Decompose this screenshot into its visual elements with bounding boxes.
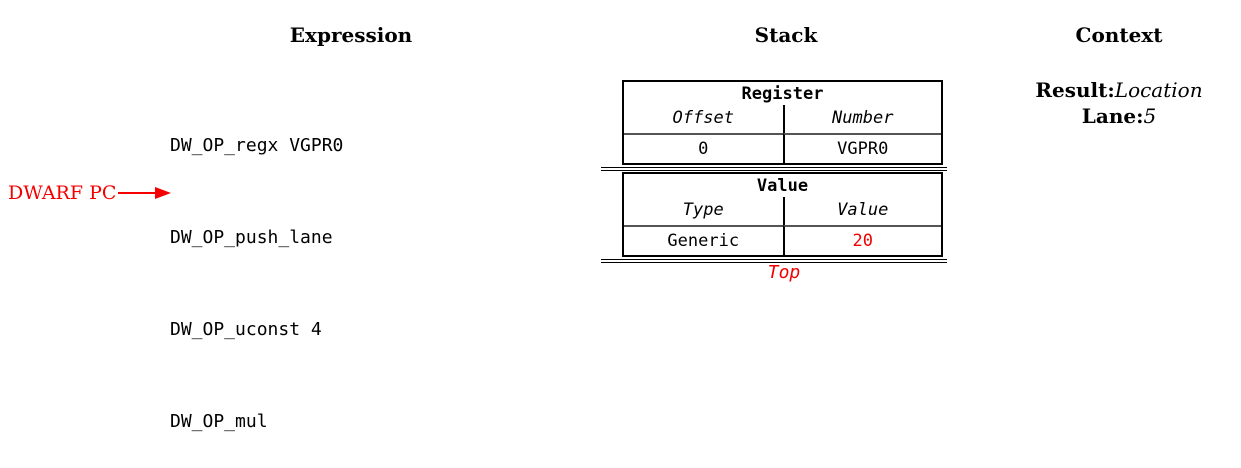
value-value-header: Value — [782, 197, 942, 225]
dwarf-pc-annotation: DWARF PC — [8, 182, 172, 204]
register-table-title: Register — [741, 84, 824, 104]
expression-op: DW_OP_uconst 4 — [170, 318, 322, 340]
expression-op: DW_OP_mul — [170, 410, 268, 432]
stack-entry-register-table: Register Offset Number 0 VGPR0 — [622, 80, 943, 165]
value-table-title: Value — [756, 176, 809, 196]
stack-entry-value-table: Value Type Value Generic 20 — [622, 172, 943, 257]
expression-column-header: Expression — [289, 23, 413, 47]
expression-op: DW_OP_regx VGPR0 — [170, 135, 344, 157]
dwarf-pc-label: DWARF PC — [8, 182, 117, 204]
register-number-header: Number — [782, 105, 942, 133]
register-offset-header: Offset — [672, 108, 734, 128]
register-table-grid: Offset Number 0 VGPR0 — [624, 105, 941, 163]
value-table-grid: Type Value Generic 20 — [624, 197, 941, 255]
dwarf-pc-arrow-shaft — [118, 192, 156, 194]
lane-value: 5 — [1143, 104, 1157, 128]
dwarf-pc-arrow-icon — [155, 187, 172, 199]
expression-op: DW_OP_push_lane — [170, 226, 333, 248]
context-lane-line: Lane:5 — [1082, 104, 1156, 128]
result-label: Result: — [1035, 78, 1115, 102]
context-column-header: Context — [1075, 23, 1163, 47]
value-type-header: Type — [682, 200, 724, 220]
stack-top-label: Top — [767, 262, 801, 283]
stack-separator-rule — [601, 259, 947, 263]
value-value-value: 20 — [782, 225, 941, 255]
result-value: Location — [1114, 78, 1203, 102]
value-type-value: Generic — [624, 225, 783, 255]
lane-label: Lane: — [1081, 104, 1144, 128]
register-offset-value: 0 — [624, 133, 783, 163]
stack-column-header: Stack — [754, 23, 818, 47]
expression-op-list: DW_OP_regx VGPR0 DW_OP_push_lane DW_OP_u… — [170, 70, 343, 468]
stack-separator-rule — [601, 167, 947, 171]
context-result-line: Result:Location — [1035, 78, 1202, 102]
register-number-value: VGPR0 — [782, 133, 941, 163]
